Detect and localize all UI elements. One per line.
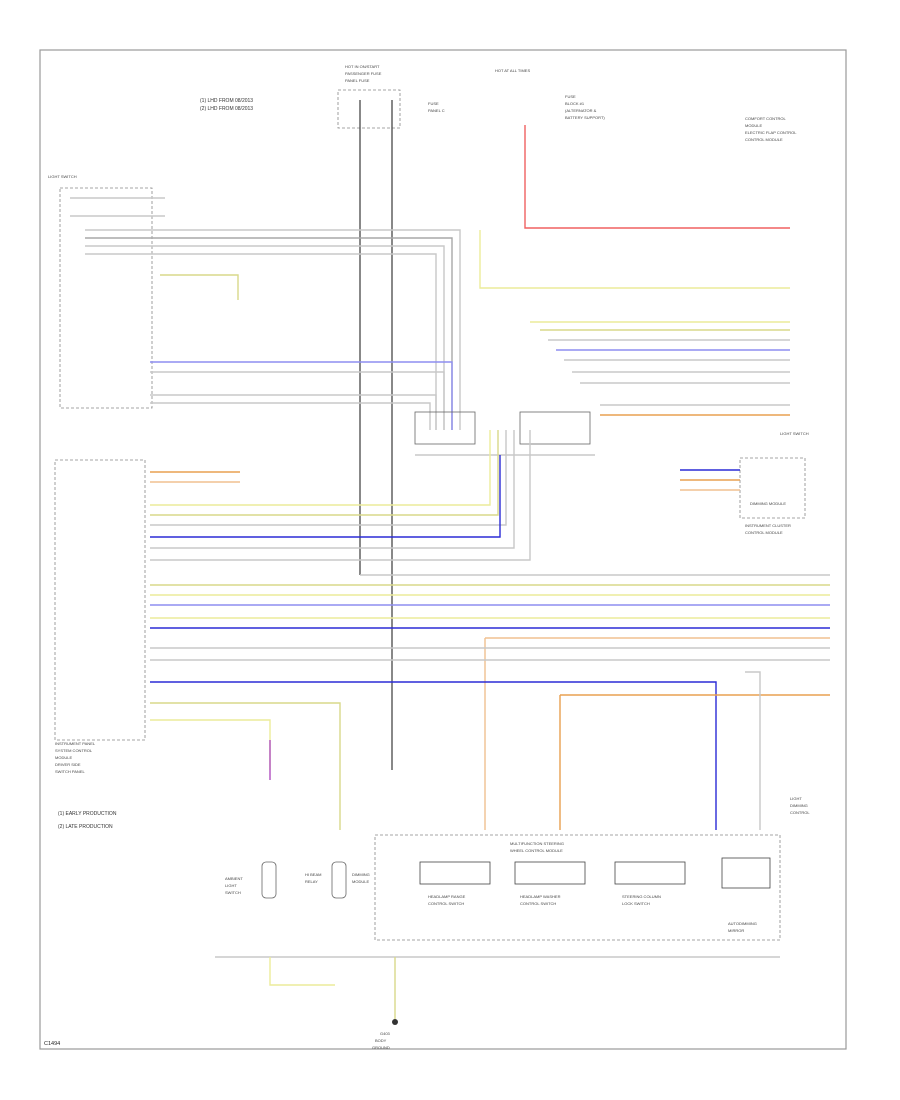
wire-blue-1 xyxy=(150,361,453,430)
dim-right-label: LIGHT xyxy=(790,796,802,801)
steering-lock-switch: STEERING COLUMN LOCK SWITCH xyxy=(614,861,686,906)
ground-bottom-2: BODY xyxy=(375,1038,387,1043)
light-switch-right-label: LIGHT SWITCH xyxy=(780,431,809,436)
dim-right-label-3: CONTROL xyxy=(790,810,810,815)
headlamp-washer-switch: HEADLAMP WASHER CONTROL SWITCH xyxy=(514,861,586,906)
legend-top-2: (2) LHD FROM 08/2013 xyxy=(200,106,253,112)
left-bottom-label-1: INSTRUMENT PANEL xyxy=(55,741,96,746)
svg-text:AMBIENT: AMBIENT xyxy=(225,876,243,881)
left-bottom-label-5: SWITCH PANEL xyxy=(55,769,85,774)
fuse-block-top xyxy=(337,89,401,129)
svg-text:CONTROL SWITCH: CONTROL SWITCH xyxy=(520,901,556,906)
svg-text:RELAY: RELAY xyxy=(305,879,318,884)
fuse-block-top-label-3: PANEL FUSE xyxy=(345,78,370,83)
comfort-label-3: ELECTRIC FLAP CONTROL xyxy=(745,130,797,135)
mf-label-2: WHEEL CONTROL MODULE xyxy=(510,848,563,853)
wire-l4 xyxy=(150,430,499,516)
wire-l3 xyxy=(150,430,491,506)
wire-h10 xyxy=(559,694,830,830)
fuse-block-top-label: HOT IN ON/START xyxy=(345,64,380,69)
svg-text:HEADLAMP RANGE: HEADLAMP RANGE xyxy=(428,894,466,899)
diagram-frame xyxy=(39,49,847,1050)
legend-bottom-2: (2) LATE PRODUCTION xyxy=(58,824,113,830)
instrument-control-label-2: CONTROL MODULE xyxy=(745,530,783,535)
left-bottom-label-4: DRIVER SIDE xyxy=(55,762,81,767)
wire-l5 xyxy=(150,430,507,526)
fuse-right-top-1: FUSE xyxy=(565,94,576,99)
svg-text:DIMMING: DIMMING xyxy=(352,872,370,877)
headlamp-range-switch: HEADLAMP RANGE CONTROL SWITCH xyxy=(419,861,491,906)
footer-code: C1494 xyxy=(44,1041,60,1047)
fuse-right-top-4: BATTERY SUPPORT) xyxy=(565,115,605,120)
legend-top-1: (1) LHD FROM 08/2013 xyxy=(200,98,253,104)
wire-l8 xyxy=(150,430,531,561)
svg-text:AUTODIMMING: AUTODIMMING xyxy=(728,921,757,926)
wire-ls-4 xyxy=(85,237,453,430)
wire-gray-2 xyxy=(150,394,437,430)
wire-h11 xyxy=(150,702,341,830)
svg-text:SWITCH: SWITCH xyxy=(225,890,241,895)
fuse-block-top-label-2: PASSENGER FUSE xyxy=(345,71,382,76)
fuse-label-a: FUSE xyxy=(428,101,439,106)
wire-ls-yellow xyxy=(160,274,239,300)
svg-text:MIRROR: MIRROR xyxy=(728,928,744,933)
ambient-light-switch: AMBIENT LIGHT SWITCH xyxy=(225,861,277,899)
legend-bottom-1: (1) EARLY PRODUCTION xyxy=(58,811,117,817)
wire-h9 xyxy=(150,681,717,830)
mf-label-1: MULTIFUNCTION STEERING xyxy=(510,841,564,846)
wire-ls-yellow-2 xyxy=(479,230,790,289)
wire-l7 xyxy=(150,430,515,549)
light-switch-left-label: LIGHT SWITCH xyxy=(48,174,77,179)
autodim-mirror: AUTODIMMING MIRROR xyxy=(721,857,771,933)
wire-red xyxy=(524,125,790,229)
hot-at-all-times: HOT AT ALL TIMES xyxy=(495,68,530,73)
wire-l6 xyxy=(150,455,501,538)
wire-gray-3 xyxy=(150,402,431,430)
light-switch-left-box xyxy=(59,187,153,409)
instrument-control-label-1: INSTRUMENT CLUSTER xyxy=(745,523,791,528)
fuse-label-b: PANEL C xyxy=(428,108,445,113)
svg-text:LOCK SWITCH: LOCK SWITCH xyxy=(622,901,650,906)
wire-h12 xyxy=(150,719,271,770)
svg-text:CONTROL SWITCH: CONTROL SWITCH xyxy=(428,901,464,906)
ground-wire-1 xyxy=(269,957,335,986)
ground-bottom-3: GROUND xyxy=(372,1045,390,1050)
ground-bottom-1: G403 xyxy=(380,1031,391,1036)
mid-connector-left xyxy=(414,411,476,445)
instrument-light-module xyxy=(739,457,806,519)
wire-ls-5 xyxy=(85,245,445,430)
wire-h6 xyxy=(484,637,830,830)
svg-text:HEADLAMP WASHER: HEADLAMP WASHER xyxy=(520,894,561,899)
fuse-right-top-3: (ALTERNATOR & xyxy=(565,108,597,113)
left-bottom-label-3: MODULE xyxy=(55,755,72,760)
instrument-light-label: DIMMING MODULE xyxy=(750,501,786,506)
svg-text:STEERING COLUMN: STEERING COLUMN xyxy=(622,894,661,899)
comfort-label-4: CONTROL MODULE xyxy=(745,137,783,142)
wire-ls-3 xyxy=(85,229,461,430)
svg-text:HI BEAM: HI BEAM xyxy=(305,872,321,877)
dim-right-label-2: DIMMING xyxy=(790,803,808,808)
wire-h14 xyxy=(745,671,761,830)
mid-connector-right xyxy=(519,411,591,445)
wire-gray-1 xyxy=(150,371,445,430)
svg-text:LIGHT: LIGHT xyxy=(225,883,237,888)
comfort-label-2: MODULE xyxy=(745,123,762,128)
left-lower-block xyxy=(54,459,146,741)
dimming-switch: HI BEAM RELAY DIMMING MODULE xyxy=(305,861,370,899)
fuse-right-top-2: BLOCK #1 xyxy=(565,101,585,106)
left-bottom-label-2: SYSTEM CONTROL xyxy=(55,748,93,753)
multifunction-module xyxy=(374,834,781,941)
svg-text:MODULE: MODULE xyxy=(352,879,369,884)
ground-symbol xyxy=(392,1019,398,1025)
comfort-label-1: COMFORT CONTROL xyxy=(745,116,787,121)
